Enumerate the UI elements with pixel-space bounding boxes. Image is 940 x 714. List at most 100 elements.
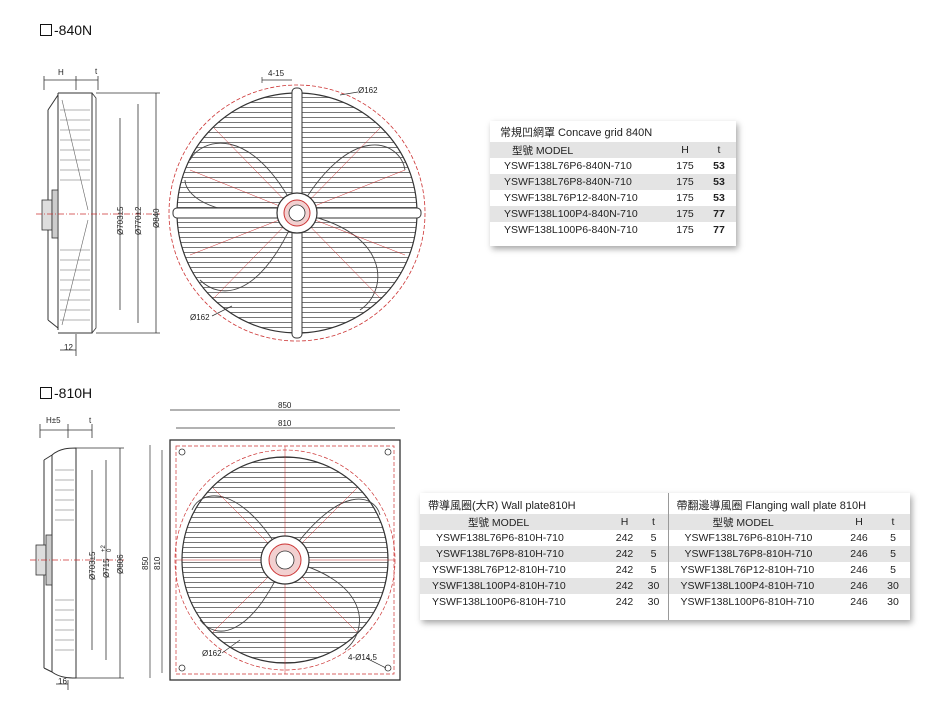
- dim-d715: Ø715: [102, 558, 111, 578]
- col-t: t: [891, 516, 895, 528]
- cell-t: 53: [713, 192, 725, 204]
- side-view-810h: [30, 424, 126, 690]
- cell-model: YSWF138L100P6-810H-710: [680, 596, 815, 608]
- cell-h: 242: [615, 548, 634, 560]
- table-810h-right-title: 帶翻邊導風圈 Flanging wall plate 810H: [676, 500, 867, 512]
- table-840n-header: 型號 MODEL H t: [490, 142, 736, 158]
- cell-t: 5: [650, 548, 657, 560]
- dim-850-height: 850: [141, 556, 150, 570]
- col-h: H: [855, 516, 863, 528]
- table-840n-title: 常規凹網罩 Concave grid 840N: [500, 127, 653, 139]
- cell-h: 242: [615, 596, 634, 608]
- table-810h-left-header: 型號 MODEL H t: [420, 514, 668, 530]
- cell-h: 246: [850, 532, 868, 544]
- table-840n: 常規凹網罩 Concave grid 840N 型號 MODEL H t YSW…: [490, 121, 736, 246]
- front-dims-810h: 850 810 850 810 Ø162 4-Ø14.5: [141, 401, 377, 662]
- dim-12: 12: [64, 343, 73, 352]
- cell-t: 5: [890, 564, 896, 576]
- table-row: YSWF138L100P4-840N-710 175 77: [490, 206, 736, 222]
- cell-h: 246: [850, 596, 868, 608]
- cell-t: 30: [647, 596, 660, 608]
- cell-model: YSWF138L100P4-810H-710: [680, 580, 815, 592]
- cell-model: YSWF138L76P12-810H-710: [680, 564, 815, 576]
- cell-model: YSWF138L76P8-810H-710: [684, 548, 813, 560]
- cell-model: YSWF138L100P4-840N-710: [504, 208, 638, 220]
- cell-h: 242: [615, 532, 634, 544]
- table-row: YSWF138L76P12-810H-710 246 5: [669, 562, 911, 578]
- front-view-840n: [168, 77, 426, 342]
- table-row: YSWF138L76P8-810H-710 246 5: [668, 546, 910, 562]
- col-model: 型號 MODEL: [712, 516, 774, 529]
- cell-t: 5: [650, 532, 657, 544]
- cell-h: 175: [676, 176, 694, 188]
- dim-4-15: 4-15: [268, 69, 285, 78]
- cell-t: 30: [887, 596, 899, 608]
- dim-810-width: 810: [278, 419, 292, 428]
- cell-model: YSWF138L76P12-810H-710: [432, 564, 566, 576]
- table-810h-wall-plate: 帶導風圈(大R) Wall plate810H 型號 MODEL H t YSW…: [420, 493, 669, 620]
- col-t: t: [652, 516, 655, 528]
- cell-h: 246: [850, 580, 868, 592]
- cell-model: YSWF138L76P6-810H-710: [436, 532, 564, 544]
- cell-model: YSWF138L76P6-840N-710: [504, 160, 632, 172]
- dim-d770: Ø770±2: [134, 206, 143, 235]
- cell-h: 246: [850, 564, 868, 576]
- cell-h: 175: [676, 160, 694, 172]
- table-row: YSWF138L76P6-810H-710 242 5: [420, 530, 668, 546]
- side-dims-840n: H t 12 Ø703±5 Ø770±2 Ø840: [58, 67, 161, 352]
- cell-model: YSWF138L100P6-840N-710: [504, 224, 638, 236]
- col-h: H: [681, 144, 689, 156]
- table-row: YSWF138L76P12-840N-710 175 53: [490, 190, 736, 206]
- dim-t-810: t: [89, 416, 92, 425]
- col-model: 型號 MODEL: [512, 144, 574, 157]
- cell-h: 242: [615, 564, 634, 576]
- dim-d162-810: Ø162: [202, 649, 222, 658]
- dim-d703: Ø703±5: [116, 206, 125, 235]
- dim-d715-sup: +2: [101, 544, 107, 552]
- cell-model: YSWF138L76P8-810H-710: [436, 548, 564, 560]
- col-t: t: [717, 144, 721, 156]
- dim-h: H: [58, 68, 64, 77]
- table-810h: 帶導風圈(大R) Wall plate810H 型號 MODEL H t YSW…: [420, 493, 910, 620]
- cell-t: 5: [650, 564, 657, 576]
- cell-model: YSWF138L76P6-810H-710: [684, 532, 813, 544]
- cell-h: 175: [676, 224, 694, 236]
- table-810h-right-header: 型號 MODEL H t: [668, 514, 910, 530]
- dim-16: 16: [58, 677, 67, 686]
- cell-model: YSWF138L76P12-840N-710: [504, 192, 638, 204]
- cell-h: 175: [676, 192, 694, 204]
- cell-model: YSWF138L100P6-810H-710: [432, 596, 566, 608]
- cell-h: 242: [615, 580, 634, 592]
- dim-d840: Ø840: [152, 208, 161, 228]
- table-row: YSWF138L100P4-810H-710 246 30: [668, 578, 910, 594]
- section-840n-title: -840N: [40, 22, 92, 38]
- dim-850-width: 850: [278, 401, 292, 410]
- cell-h: 246: [850, 548, 868, 560]
- table-row: YSWF138L100P6-810H-710 246 30: [669, 594, 911, 610]
- cell-model: YSWF138L76P8-840N-710: [504, 176, 632, 188]
- cell-t: 53: [713, 176, 725, 188]
- cell-model: YSWF138L100P4-810H-710: [432, 580, 566, 592]
- cell-t: 5: [890, 548, 896, 560]
- dim-holes: 4-Ø14.5: [348, 653, 377, 662]
- dim-d703-810: Ø703±5: [88, 551, 97, 580]
- dim-d162-top: Ø162: [358, 86, 378, 95]
- table-row: YSWF138L76P12-810H-710 242 5: [420, 562, 668, 578]
- cell-t: 77: [713, 208, 725, 220]
- dim-d806: Ø806: [116, 554, 125, 574]
- dim-t: t: [95, 67, 98, 76]
- table-810h-flanging: 帶翻邊導風圈 Flanging wall plate 810H 型號 MODEL…: [668, 493, 911, 620]
- table-row: YSWF138L100P6-810H-710 242 30: [420, 594, 668, 610]
- cell-t: 30: [887, 580, 899, 592]
- table-row: YSWF138L76P6-840N-710 175 53: [490, 158, 736, 174]
- table-row: YSWF138L100P4-810H-710 242 30: [420, 578, 668, 594]
- cell-t: 53: [713, 160, 725, 172]
- front-view-810h: [149, 409, 401, 681]
- front-dims-840n: 4-15 Ø162 Ø162: [190, 69, 378, 322]
- cell-t: 30: [647, 580, 660, 592]
- table-row: YSWF138L100P6-840N-710 175 77: [490, 222, 736, 238]
- table-row: YSWF138L76P8-840N-710 175 53: [490, 174, 736, 190]
- col-model: 型號 MODEL: [468, 516, 530, 529]
- col-h: H: [620, 516, 629, 528]
